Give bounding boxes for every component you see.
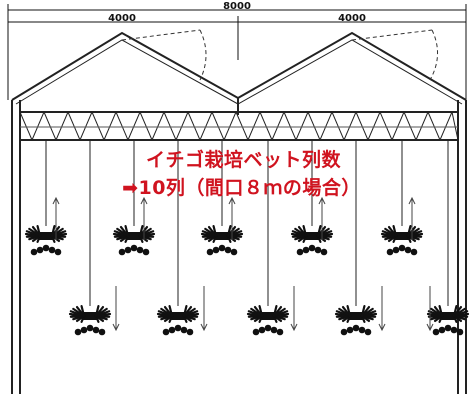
strawberry-plant-icon xyxy=(426,305,470,336)
strawberry-bed-row-3 xyxy=(112,140,156,256)
arrow-down-icon xyxy=(290,286,298,332)
planter-trough xyxy=(440,312,456,320)
planter-trough xyxy=(214,232,230,240)
planter-trough xyxy=(126,232,142,240)
arrow-down-icon xyxy=(112,286,120,332)
strawberry-plant-icon xyxy=(24,225,68,256)
truss-beam xyxy=(19,111,459,141)
strawberry-bed-row-5 xyxy=(200,140,244,256)
strawberry-bed-row-1 xyxy=(24,140,68,256)
roof-vents xyxy=(121,29,438,81)
arrow-up-icon xyxy=(408,196,416,240)
dimension-total: 8000 xyxy=(223,1,251,12)
strawberry-plant-icon xyxy=(246,305,290,336)
strawberry-plant-icon xyxy=(290,225,334,256)
dimension-lines xyxy=(7,4,467,100)
planter-trough xyxy=(394,232,410,240)
arrow-up-icon xyxy=(228,196,236,240)
annotation-line-2: ➡10列（間口８ｍの場合） xyxy=(122,177,361,199)
arrow-up-icon xyxy=(52,196,60,240)
planter-trough xyxy=(260,312,276,320)
arrow-up-icon xyxy=(140,196,148,240)
strawberry-bed-row-2 xyxy=(68,140,120,336)
arrow-up-icon xyxy=(318,196,326,240)
side-posts xyxy=(11,98,467,394)
planter-trough xyxy=(82,312,98,320)
strawberry-bed-row-8 xyxy=(334,140,386,336)
arrow-down-icon xyxy=(426,286,434,332)
strawberry-plant-icon xyxy=(200,225,244,256)
planter-trough xyxy=(304,232,320,240)
planter-trough xyxy=(38,232,54,240)
strawberry-bed-row-10 xyxy=(426,140,470,336)
dimension-left-span: 4000 xyxy=(108,13,136,24)
strawberry-plant-icon xyxy=(380,225,424,256)
arrow-down-icon xyxy=(200,286,208,332)
strawberry-bed-row-9 xyxy=(380,140,424,256)
arrow-down-icon xyxy=(378,286,386,332)
strawberry-plant-icon xyxy=(334,305,378,336)
dimension-right-span: 4000 xyxy=(338,13,366,24)
planter-trough xyxy=(348,312,364,320)
roof-frame xyxy=(11,31,467,105)
strawberry-bed-row-6 xyxy=(246,140,298,336)
strawberry-plant-icon xyxy=(112,225,156,256)
hanging-rows xyxy=(24,140,470,336)
annotation-line-1: イチゴ栽培ベット列数 xyxy=(145,149,341,171)
strawberry-plant-icon xyxy=(68,305,112,336)
strawberry-bed-row-4 xyxy=(156,140,208,336)
strawberry-plant-icon xyxy=(156,305,200,336)
planter-trough xyxy=(170,312,186,320)
strawberry-bed-row-7 xyxy=(290,140,334,256)
